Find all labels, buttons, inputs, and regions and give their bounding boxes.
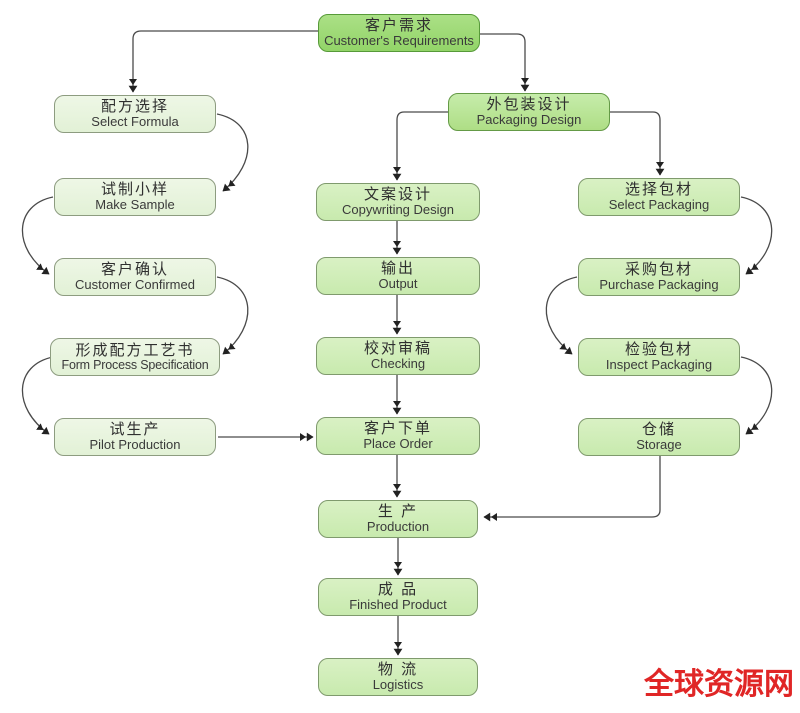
node-label-zh: 试生产 (109, 421, 161, 439)
node-label-zh: 配方选择 (100, 98, 169, 116)
node-label-en: Packaging Design (476, 112, 582, 128)
arrow-requirements-to-select-formula (128, 30, 318, 93)
node-label-en: Purchase Packaging (599, 277, 719, 293)
node-customer-confirmed: 客户确认 Customer Confirmed (54, 258, 216, 296)
node-label-en: Customer Confirmed (75, 277, 195, 293)
node-form-process-specification: 形成配方工艺书 Form Process Specification (50, 338, 220, 376)
node-output: 输出 Output (316, 257, 480, 295)
node-place-order: 客户下单 Place Order (316, 417, 480, 455)
node-select-formula: 配方选择 Select Formula (54, 95, 216, 133)
node-label-zh: 客户下单 (363, 420, 432, 438)
site-watermark: 全球资源网 (644, 668, 794, 701)
node-label-en: Select Formula (91, 114, 179, 130)
node-storage: 仓储 Storage (578, 418, 740, 456)
arrow-packaging-design-to-copywriting (392, 111, 448, 181)
node-packaging-design: 外包装设计 Packaging Design (448, 93, 610, 131)
node-label-zh: 校对审稿 (363, 340, 432, 358)
node-finished-product: 成 品 Finished Product (318, 578, 478, 616)
arrow-make-sample-to-customer-confirmed (21, 196, 54, 275)
node-label-en: Output (378, 276, 418, 292)
node-label-en: Copywriting Design (342, 202, 454, 218)
node-label-en: Form Process Specification (61, 357, 209, 372)
node-purchase-packaging: 采购包材 Purchase Packaging (578, 258, 740, 296)
arrow-select-formula-to-make-sample (216, 113, 249, 192)
node-label-en: Finished Product (349, 597, 447, 613)
node-label-zh: 外包装设计 (486, 96, 572, 114)
node-label-zh: 形成配方工艺书 (75, 341, 195, 359)
node-label-zh: 输出 (380, 260, 415, 278)
node-label-zh: 成 品 (377, 581, 419, 599)
node-label-zh: 检验包材 (624, 341, 693, 359)
node-label-zh: 客户确认 (100, 261, 169, 279)
node-label-zh: 采购包材 (624, 261, 693, 279)
node-label-en: Select Packaging (608, 197, 710, 213)
node-label-en: Inspect Packaging (605, 357, 713, 373)
arrow-select-packaging-to-purchase (740, 196, 773, 275)
arrow-packaging-design-to-select-packaging (610, 111, 665, 176)
node-label-zh: 仓储 (641, 421, 676, 439)
node-label-zh: 文案设计 (363, 186, 432, 204)
arrow-requirements-to-packaging-design (480, 33, 530, 92)
node-label-zh: 选择包材 (624, 181, 693, 199)
node-label-en: Logistics (372, 677, 424, 693)
arrow-form-process-to-pilot-production (21, 356, 54, 435)
node-inspect-packaging: 检验包材 Inspect Packaging (578, 338, 740, 376)
arrow-customer-confirmed-to-form-process (216, 276, 249, 355)
node-select-packaging: 选择包材 Select Packaging (578, 178, 740, 216)
arrow-inspect-to-storage (740, 356, 773, 435)
node-production: 生 产 Production (318, 500, 478, 538)
node-label-en: Storage (636, 437, 682, 453)
node-customer-requirements: 客户需求 Customer's Requirements (318, 14, 480, 52)
node-label-zh: 试制小样 (100, 181, 169, 199)
node-logistics: 物 流 Logistics (318, 658, 478, 696)
arrow-storage-to-production (483, 456, 661, 522)
node-label-en: Place Order (363, 436, 433, 452)
node-label-en: Production (366, 519, 430, 535)
node-pilot-production: 试生产 Pilot Production (54, 418, 216, 456)
node-label-en: Make Sample (95, 197, 175, 213)
node-label-en: Customer's Requirements (324, 33, 474, 49)
node-label-zh: 生 产 (377, 503, 419, 521)
node-label-zh: 客户需求 (364, 17, 433, 35)
node-make-sample: 试制小样 Make Sample (54, 178, 216, 216)
node-label-en: Checking (370, 356, 426, 372)
arrow-purchase-to-inspect (545, 276, 578, 355)
node-checking: 校对审稿 Checking (316, 337, 480, 375)
node-label-en: Pilot Production (89, 437, 181, 453)
node-copywriting-design: 文案设计 Copywriting Design (316, 183, 480, 221)
node-label-zh: 物 流 (377, 661, 419, 679)
